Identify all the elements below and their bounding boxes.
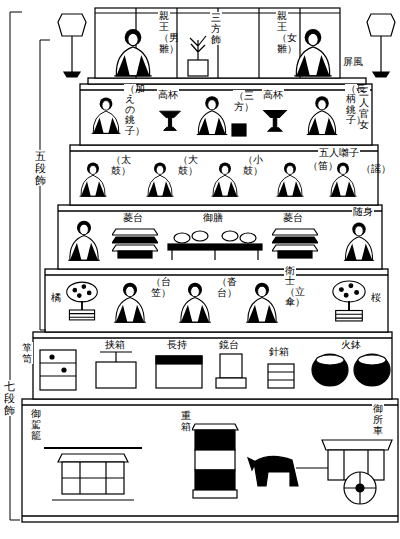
part-label: 橘 <box>50 292 62 304</box>
part-label: 高杯 <box>157 89 179 101</box>
part-label: （台笠） <box>150 276 162 298</box>
part-label: 御膳 <box>202 212 224 224</box>
part-label: 随身 <box>352 206 374 218</box>
vehicles <box>44 424 392 504</box>
furniture <box>40 350 390 390</box>
part-label: 針箱 <box>268 346 290 358</box>
part-label: （謡） <box>360 163 372 174</box>
part-label: 三人官女 <box>358 86 370 130</box>
part-label: 菱台 <box>282 212 304 224</box>
part-label: 箪笥 <box>21 342 33 364</box>
part-label: 重箱 <box>180 410 192 432</box>
part-label: 長持 <box>166 339 188 351</box>
part-label: 御所車 <box>372 403 384 436</box>
part-label: （長柄銚子） <box>345 84 357 126</box>
part-label: （大鼓） <box>177 154 189 176</box>
part-label: （加えの銚子） <box>124 84 136 136</box>
dolls <box>68 29 374 322</box>
part-label: 御駕籠 <box>30 408 42 441</box>
part-label: 五人囃子 <box>318 147 360 159</box>
part-label: 菱台 <box>122 212 144 224</box>
part-label: 親王（男雛） <box>158 10 170 54</box>
part-label: 鏡台 <box>218 339 240 351</box>
part-label: 五段飾 <box>34 150 47 186</box>
part-label: 衛士（立傘） <box>284 266 296 308</box>
tier-brackets <box>10 12 50 520</box>
part-label: 桜 <box>370 292 382 304</box>
part-label: （三方） <box>233 90 245 112</box>
lanterns <box>58 14 395 77</box>
display-tiers <box>22 78 398 522</box>
part-label: （小鼓） <box>242 154 254 176</box>
ornaments <box>67 36 365 321</box>
part-label: 三方飾 <box>210 12 222 45</box>
part-label: 火鉢 <box>340 339 362 351</box>
part-label: （沓台） <box>216 276 228 298</box>
part-label: 親王（女雛） <box>276 10 288 54</box>
part-label: 挟箱 <box>104 339 126 351</box>
part-label: （太鼓） <box>110 154 122 176</box>
part-label: 高杯 <box>262 89 284 101</box>
folding-screen <box>95 8 340 78</box>
part-label: 七段飾 <box>3 380 16 416</box>
part-label: （笛） <box>307 160 319 171</box>
part-label: 屏風 <box>342 56 364 68</box>
